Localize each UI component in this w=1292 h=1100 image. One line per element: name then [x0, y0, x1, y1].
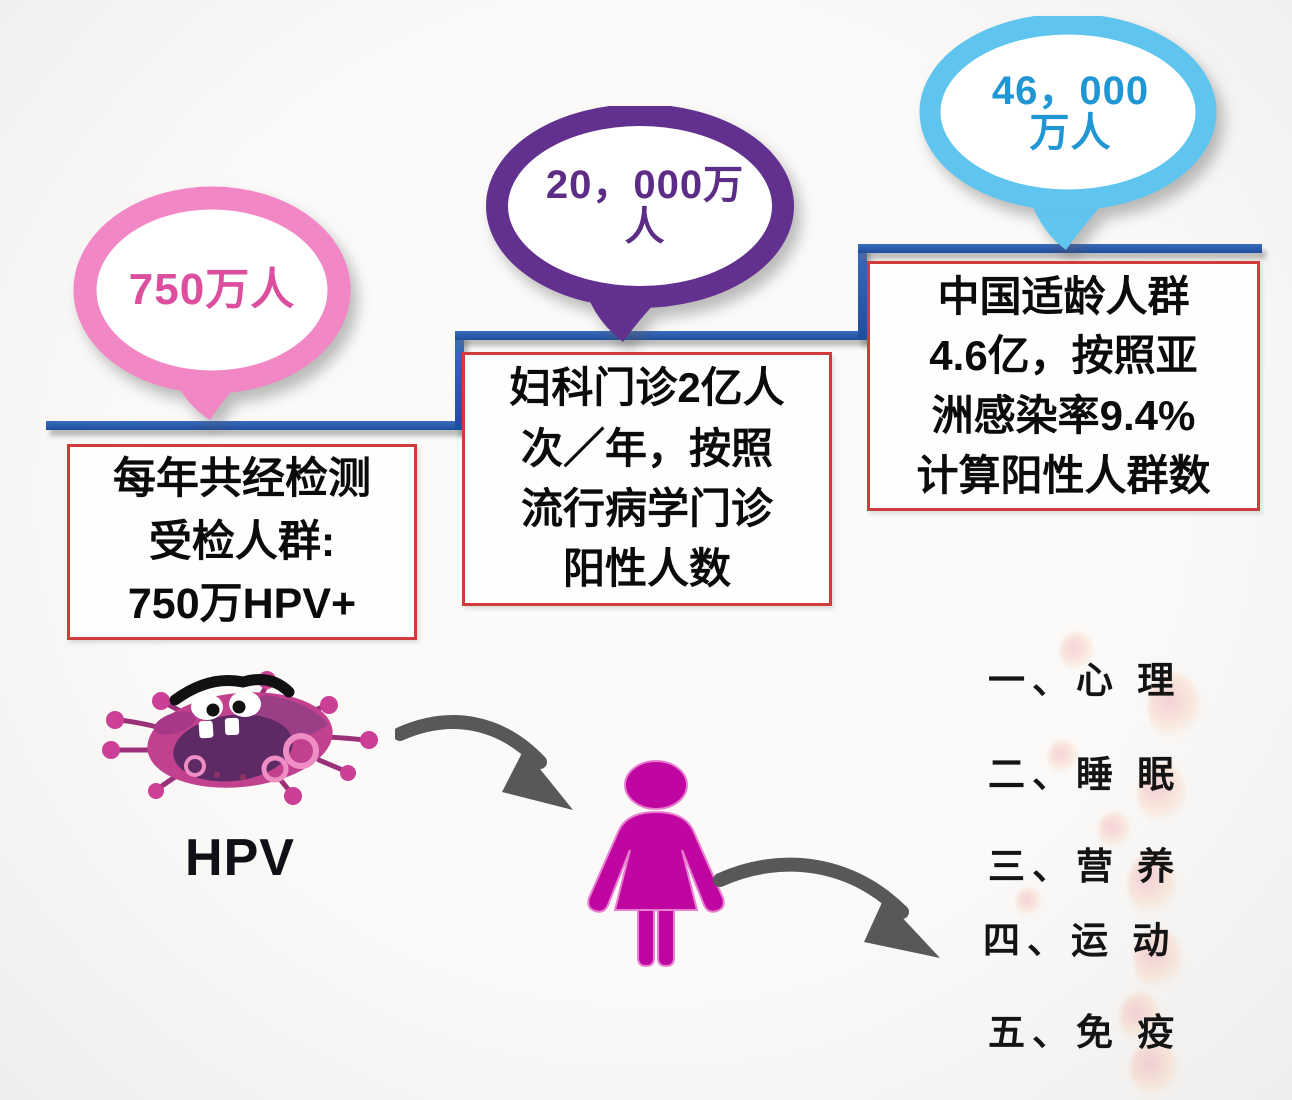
flower-watermark	[1016, 888, 1042, 916]
arrow-woman-to-list	[712, 850, 952, 975]
step-riser-2	[858, 244, 867, 340]
flower-watermark	[1128, 852, 1176, 918]
bubble-20000w: 20，000万 人	[480, 104, 810, 346]
step-line-2	[455, 331, 867, 340]
bubble-750w-value: 750万人	[128, 264, 296, 314]
step-line-3	[858, 244, 1262, 253]
hpv-virus-illustration	[95, 655, 395, 815]
bubble-46000w: 46，000 万人	[918, 13, 1223, 254]
bubble-750w: 750万人	[62, 186, 362, 426]
curved-arrow-icon	[393, 715, 573, 810]
list-item-exercise: 四、运 动	[983, 920, 1177, 961]
woman-icon	[587, 760, 725, 968]
flower-watermark	[1120, 992, 1160, 1042]
flower-watermark	[1138, 762, 1186, 826]
flower-watermark	[1130, 1040, 1178, 1098]
step-riser-1	[455, 331, 464, 430]
infobox-tested-population: 每年共经检测 受检人群: 750万HPV+	[67, 444, 417, 640]
bubble-46000w-value: 46，000 万人	[991, 69, 1150, 155]
step-line-1	[46, 421, 462, 430]
list-item-psychology: 一、心 理	[988, 660, 1182, 701]
pink-balloon-icon	[73, 186, 351, 420]
flower-watermark	[1148, 672, 1200, 742]
flower-watermark	[1048, 740, 1078, 774]
bubble-20000w-value: 20，000万 人	[545, 163, 745, 249]
flower-watermark	[1098, 812, 1132, 848]
woman-figure	[556, 758, 756, 970]
flower-watermark	[1134, 928, 1182, 992]
list-item-immunity: 五、免 疫	[988, 1012, 1182, 1053]
blue-balloon-icon	[919, 13, 1217, 250]
virus-icon	[102, 671, 378, 805]
list-item-sleep: 二、睡 眠	[988, 754, 1182, 795]
curved-arrow-icon	[713, 857, 940, 958]
infobox-gyn-outpatient: 妇科门诊2亿人 次／年，按照 流行病学门诊 阳性人数	[462, 352, 832, 606]
infobox-china-population: 中国适龄人群 4.6亿，按照亚 洲感染率9.4% 计算阳性人群数	[867, 261, 1260, 511]
hpv-virus-label: HPV	[185, 829, 295, 887]
arrow-virus-to-woman	[393, 712, 585, 832]
list-item-nutrition: 三、营 养	[988, 846, 1182, 887]
flower-watermark	[1060, 632, 1094, 672]
purple-balloon-icon	[486, 104, 794, 342]
